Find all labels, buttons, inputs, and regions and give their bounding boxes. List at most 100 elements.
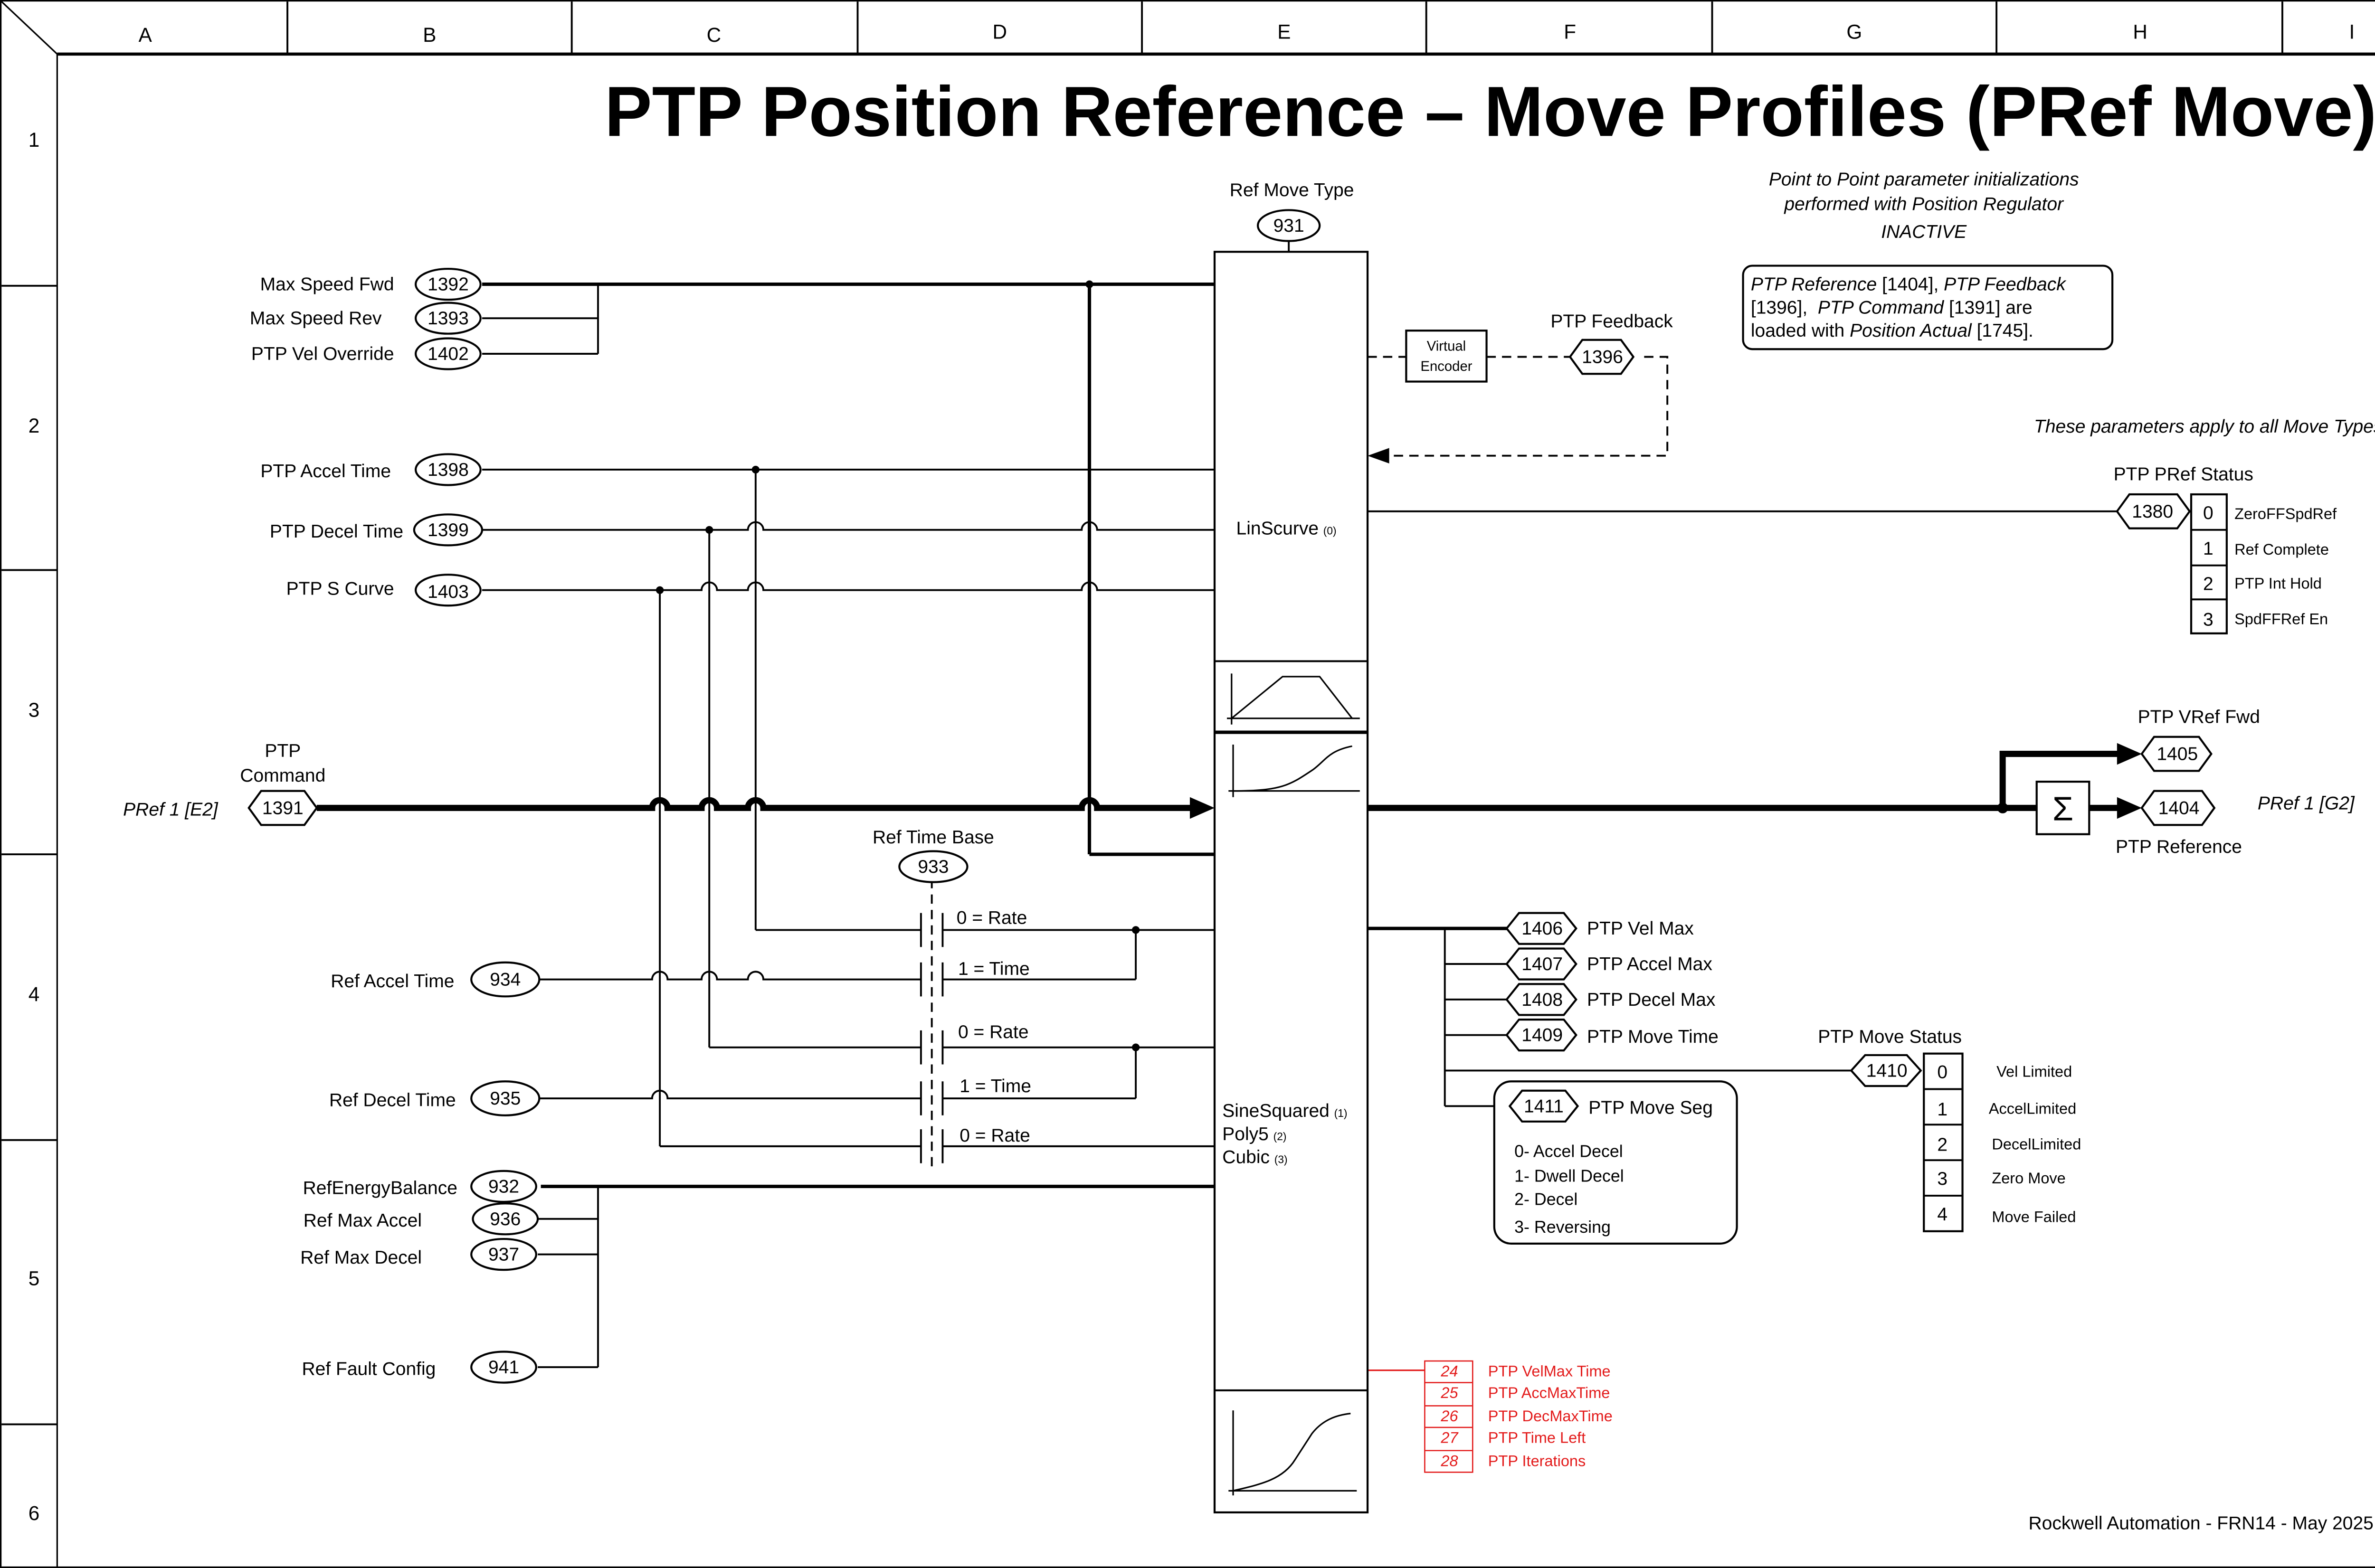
col-label: I — [2349, 20, 2355, 43]
param-number: 935 — [490, 1088, 521, 1109]
param-number: 1405 — [2156, 744, 2198, 765]
param-1407[interactable]: 1407 — [1505, 947, 1577, 981]
param-941[interactable]: 941 — [470, 1351, 537, 1384]
switch-label: 0 = Rate — [957, 907, 1027, 928]
param-number: 941 — [488, 1357, 519, 1378]
init-note-box: PTP Reference [1404], PTP Feedback [1396… — [1742, 264, 2114, 350]
bit-name: PTP Int Hold — [2234, 575, 2322, 592]
switch-label: 1 = Time — [960, 1076, 1031, 1096]
param-number: 1393 — [428, 308, 469, 329]
param-1393[interactable]: 1393 — [414, 302, 482, 335]
col-label: F — [1564, 20, 1576, 43]
input-label: Ref Max Decel — [300, 1247, 422, 1268]
param-931[interactable]: 931 — [1256, 209, 1321, 242]
bit-name: Zero Move — [1992, 1170, 2065, 1187]
bit-number: 3 — [2203, 610, 2214, 630]
param-number: 1399 — [428, 520, 469, 540]
output-label: PTP Accel Max — [1587, 954, 1712, 974]
bit-name: Ref Complete — [2234, 541, 2329, 558]
param-number: 933 — [918, 857, 949, 877]
row-label: 4 — [28, 983, 40, 1005]
param-934[interactable]: 934 — [470, 961, 541, 998]
param-935[interactable]: 935 — [470, 1080, 541, 1116]
row-label: 5 — [28, 1267, 40, 1290]
input-label: Max Speed Rev — [250, 308, 382, 329]
reference-link[interactable]: PRef 1 [G2] — [2258, 793, 2355, 814]
input-label: PTP Vel Override — [251, 344, 394, 364]
bit-number: 0 — [1937, 1062, 1948, 1083]
bit-name: DecelLimited — [1992, 1135, 2081, 1152]
page-title: PTP Position Reference – Move Profiles (… — [605, 72, 2375, 151]
diag-name: PTP Iterations — [1488, 1452, 1586, 1469]
param-1398[interactable]: 1398 — [414, 453, 482, 486]
input-label: RefEnergyBalance — [303, 1178, 457, 1199]
param-number: 1404 — [2158, 798, 2200, 818]
param-number: 1402 — [428, 344, 469, 364]
move-seg-item: 2- Decel — [1514, 1190, 1577, 1209]
apply-all-note: These parameters apply to all Move Types — [2034, 416, 2375, 437]
param-932[interactable]: 932 — [470, 1170, 537, 1203]
param-1399[interactable]: 1399 — [413, 513, 484, 547]
col-label: C — [707, 24, 722, 46]
param-1408[interactable]: 1408 — [1505, 983, 1577, 1016]
param-number: 1391 — [262, 798, 304, 818]
diag-number: 26 — [1440, 1407, 1458, 1425]
note-box-line1: PTP Reference [1404], PTP Feedback — [1751, 274, 2067, 295]
bit-number: 2 — [1937, 1135, 1948, 1155]
command-label-1: PTP — [265, 741, 301, 761]
diag-name: PTP DecMaxTime — [1488, 1407, 1613, 1425]
input-label: PTP Decel Time — [270, 521, 403, 542]
command-link[interactable]: PRef 1 [E2] — [123, 800, 218, 820]
diag-name: PTP AccMaxTime — [1488, 1384, 1610, 1401]
param-number: 931 — [1273, 216, 1304, 236]
param-937[interactable]: 937 — [470, 1237, 537, 1271]
col-label: B — [423, 24, 436, 46]
move-seg-box: 1411 PTP Move Seg 0- Accel Decel 1- Dwel… — [1493, 1080, 1738, 1245]
smooth-profile-icon — [1228, 1410, 1357, 1496]
param-1380[interactable]: 1380 — [2116, 493, 2191, 529]
bit-number: 2 — [2203, 574, 2214, 595]
param-1405[interactable]: 1405 — [2140, 736, 2213, 772]
input-label: PTP Accel Time — [260, 461, 391, 482]
bit-number: 4 — [1937, 1204, 1948, 1225]
input-label: Ref Accel Time — [331, 971, 454, 992]
param-1411[interactable]: 1411 — [1508, 1089, 1579, 1123]
profile-linscurve: LinScurve(0) — [1236, 519, 1337, 539]
param-1392[interactable]: 1392 — [414, 267, 482, 301]
param-1410[interactable]: 1410 — [1850, 1054, 1922, 1087]
bit-number: 1 — [1937, 1099, 1948, 1120]
param-1406[interactable]: 1406 — [1505, 912, 1577, 945]
virtual-encoder-line1: Virtual — [1427, 339, 1466, 354]
row-label: 3 — [28, 699, 40, 721]
param-1391[interactable]: 1391 — [247, 790, 318, 826]
sigma-icon: Σ — [2052, 790, 2073, 828]
param-number: 1398 — [428, 460, 469, 480]
param-936[interactable]: 936 — [472, 1202, 539, 1236]
bit-name: AccelLimited — [1989, 1100, 2076, 1117]
note-box-line3: loaded with Position Actual [1745]. — [1751, 321, 2033, 341]
profile-poly5: Poly5(2) — [1222, 1124, 1286, 1144]
profile-sinesquared: SineSquared(1) — [1222, 1101, 1347, 1121]
pref-status-label: PTP PRef Status — [2114, 464, 2253, 485]
diagnostic-items: 24 25 26 27 28 PTP VelMax Time PTP AccMa… — [1424, 1360, 1613, 1473]
trapezoid-profile-icon — [1227, 673, 1360, 725]
param-1404[interactable]: 1404 — [2140, 790, 2216, 826]
switch-label: 1 = Time — [958, 959, 1030, 979]
param-1403[interactable]: 1403 — [414, 574, 482, 607]
param-1396[interactable]: 1396 — [1568, 339, 1635, 375]
diag-name: PTP Time Left — [1488, 1429, 1586, 1446]
scurve-profile-icon — [1228, 745, 1360, 797]
init-note-line2: performed with Position Regulator — [1784, 194, 2064, 214]
footer-text: Rockwell Automation - FRN14 - May 2025 — [2028, 1513, 2373, 1534]
param-number: 934 — [490, 970, 521, 990]
move-seg-item: 0- Accel Decel — [1514, 1142, 1623, 1161]
param-933[interactable]: 933 — [898, 850, 969, 883]
move-status-label: PTP Move Status — [1818, 1027, 1962, 1047]
switch-label: 0 = Rate — [958, 1022, 1029, 1042]
col-label: H — [2133, 20, 2147, 43]
summing-junction: Σ — [2035, 781, 2090, 835]
param-1409[interactable]: 1409 — [1505, 1018, 1577, 1052]
bit-number: 3 — [1937, 1169, 1948, 1189]
param-1402[interactable]: 1402 — [414, 337, 482, 370]
